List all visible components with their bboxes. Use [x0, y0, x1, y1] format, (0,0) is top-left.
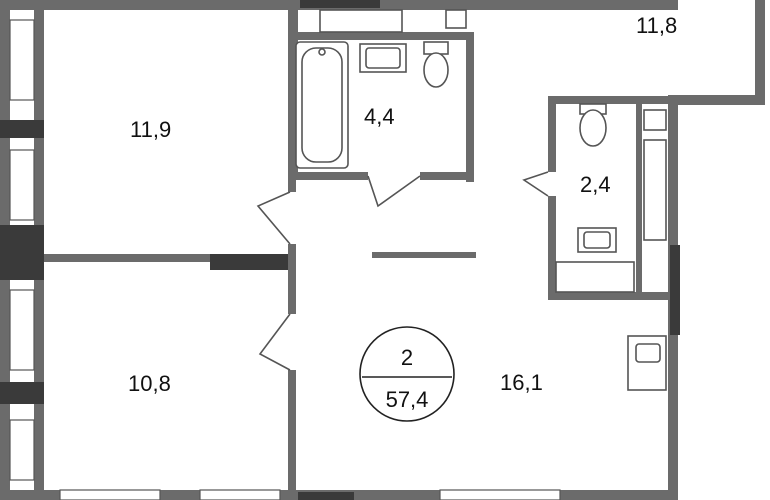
- window-left-2: [9, 149, 35, 221]
- wall-bedrooms-divider: [44, 254, 210, 262]
- wall-top-mid: [288, 0, 678, 10]
- bathtub-inner: [301, 47, 343, 163]
- bathroom-door: [367, 175, 421, 208]
- wall-top-left: [0, 0, 300, 10]
- wall-pier-2: [0, 225, 44, 280]
- badge-room-count: 2: [401, 345, 413, 370]
- area-bedroom-bottom: 10,8: [128, 371, 171, 396]
- toilet-counter: [555, 261, 635, 293]
- badge-total-area: 57,4: [386, 387, 429, 412]
- window-bottom-2: [199, 489, 281, 500]
- wall-toilet-bottom: [548, 292, 676, 300]
- wall-top-dark: [300, 0, 380, 8]
- area-balcony: 11,8: [636, 13, 677, 38]
- bathroom-sink-basin: [365, 47, 401, 69]
- wall-pier-3: [0, 382, 44, 404]
- window-left-4: [9, 419, 35, 481]
- wall-toilet-left-top: [548, 96, 556, 172]
- bath-cabinet: [445, 9, 467, 29]
- window-bottom-1: [59, 489, 161, 500]
- apartment-badge: [359, 326, 455, 422]
- window-left-1: [9, 19, 35, 101]
- wall-bottom-pier: [298, 492, 354, 500]
- toilet-door: [522, 171, 549, 197]
- balcony-wall-bottom: [668, 95, 765, 105]
- wall-right-pier: [670, 245, 680, 335]
- window-left-3: [9, 289, 35, 371]
- wall-bedrooms-divider-dark: [210, 254, 296, 270]
- wall-toilet-right: [636, 96, 642, 300]
- wall-bedroom-right-mid: [288, 244, 296, 314]
- toilet-sink-basin: [583, 231, 611, 249]
- balcony-wall-right: [755, 0, 765, 105]
- bathtub: [295, 41, 349, 169]
- wall-bathroom-bottom-a: [288, 172, 368, 180]
- wall-bedroom-bottom-right: [288, 370, 296, 500]
- area-toilet: 2,4: [580, 172, 611, 197]
- washer-top: [319, 9, 403, 33]
- kitchen-divider: [372, 252, 476, 258]
- bedroom-bottom-door: [258, 313, 291, 371]
- closet-box: [643, 109, 667, 131]
- wall-bathroom-right: [466, 32, 474, 182]
- area-living: 16,1: [500, 370, 543, 395]
- wall-toilet-top: [548, 96, 676, 104]
- wall-pier-1: [0, 120, 44, 138]
- bathtub-drain: [318, 48, 326, 56]
- balcony-wall-a: [600, 0, 610, 8]
- wall-bathroom-bottom-b: [420, 172, 474, 180]
- bath-toilet-bowl: [423, 52, 449, 88]
- wall-bathroom-top: [288, 32, 474, 40]
- closet-long: [643, 139, 667, 241]
- wall-toilet-left-bottom: [548, 196, 556, 300]
- area-bedroom-top: 11,9: [130, 117, 171, 142]
- toilet-bowl: [579, 109, 607, 147]
- bedroom-top-door: [256, 191, 291, 245]
- area-bathroom: 4,4: [364, 104, 395, 129]
- wall-bathroom-left: [288, 0, 298, 180]
- window-bottom-3: [439, 489, 561, 500]
- wall-bedroom-top-right-a: [288, 180, 296, 192]
- kitchen-sink-basin: [635, 343, 661, 363]
